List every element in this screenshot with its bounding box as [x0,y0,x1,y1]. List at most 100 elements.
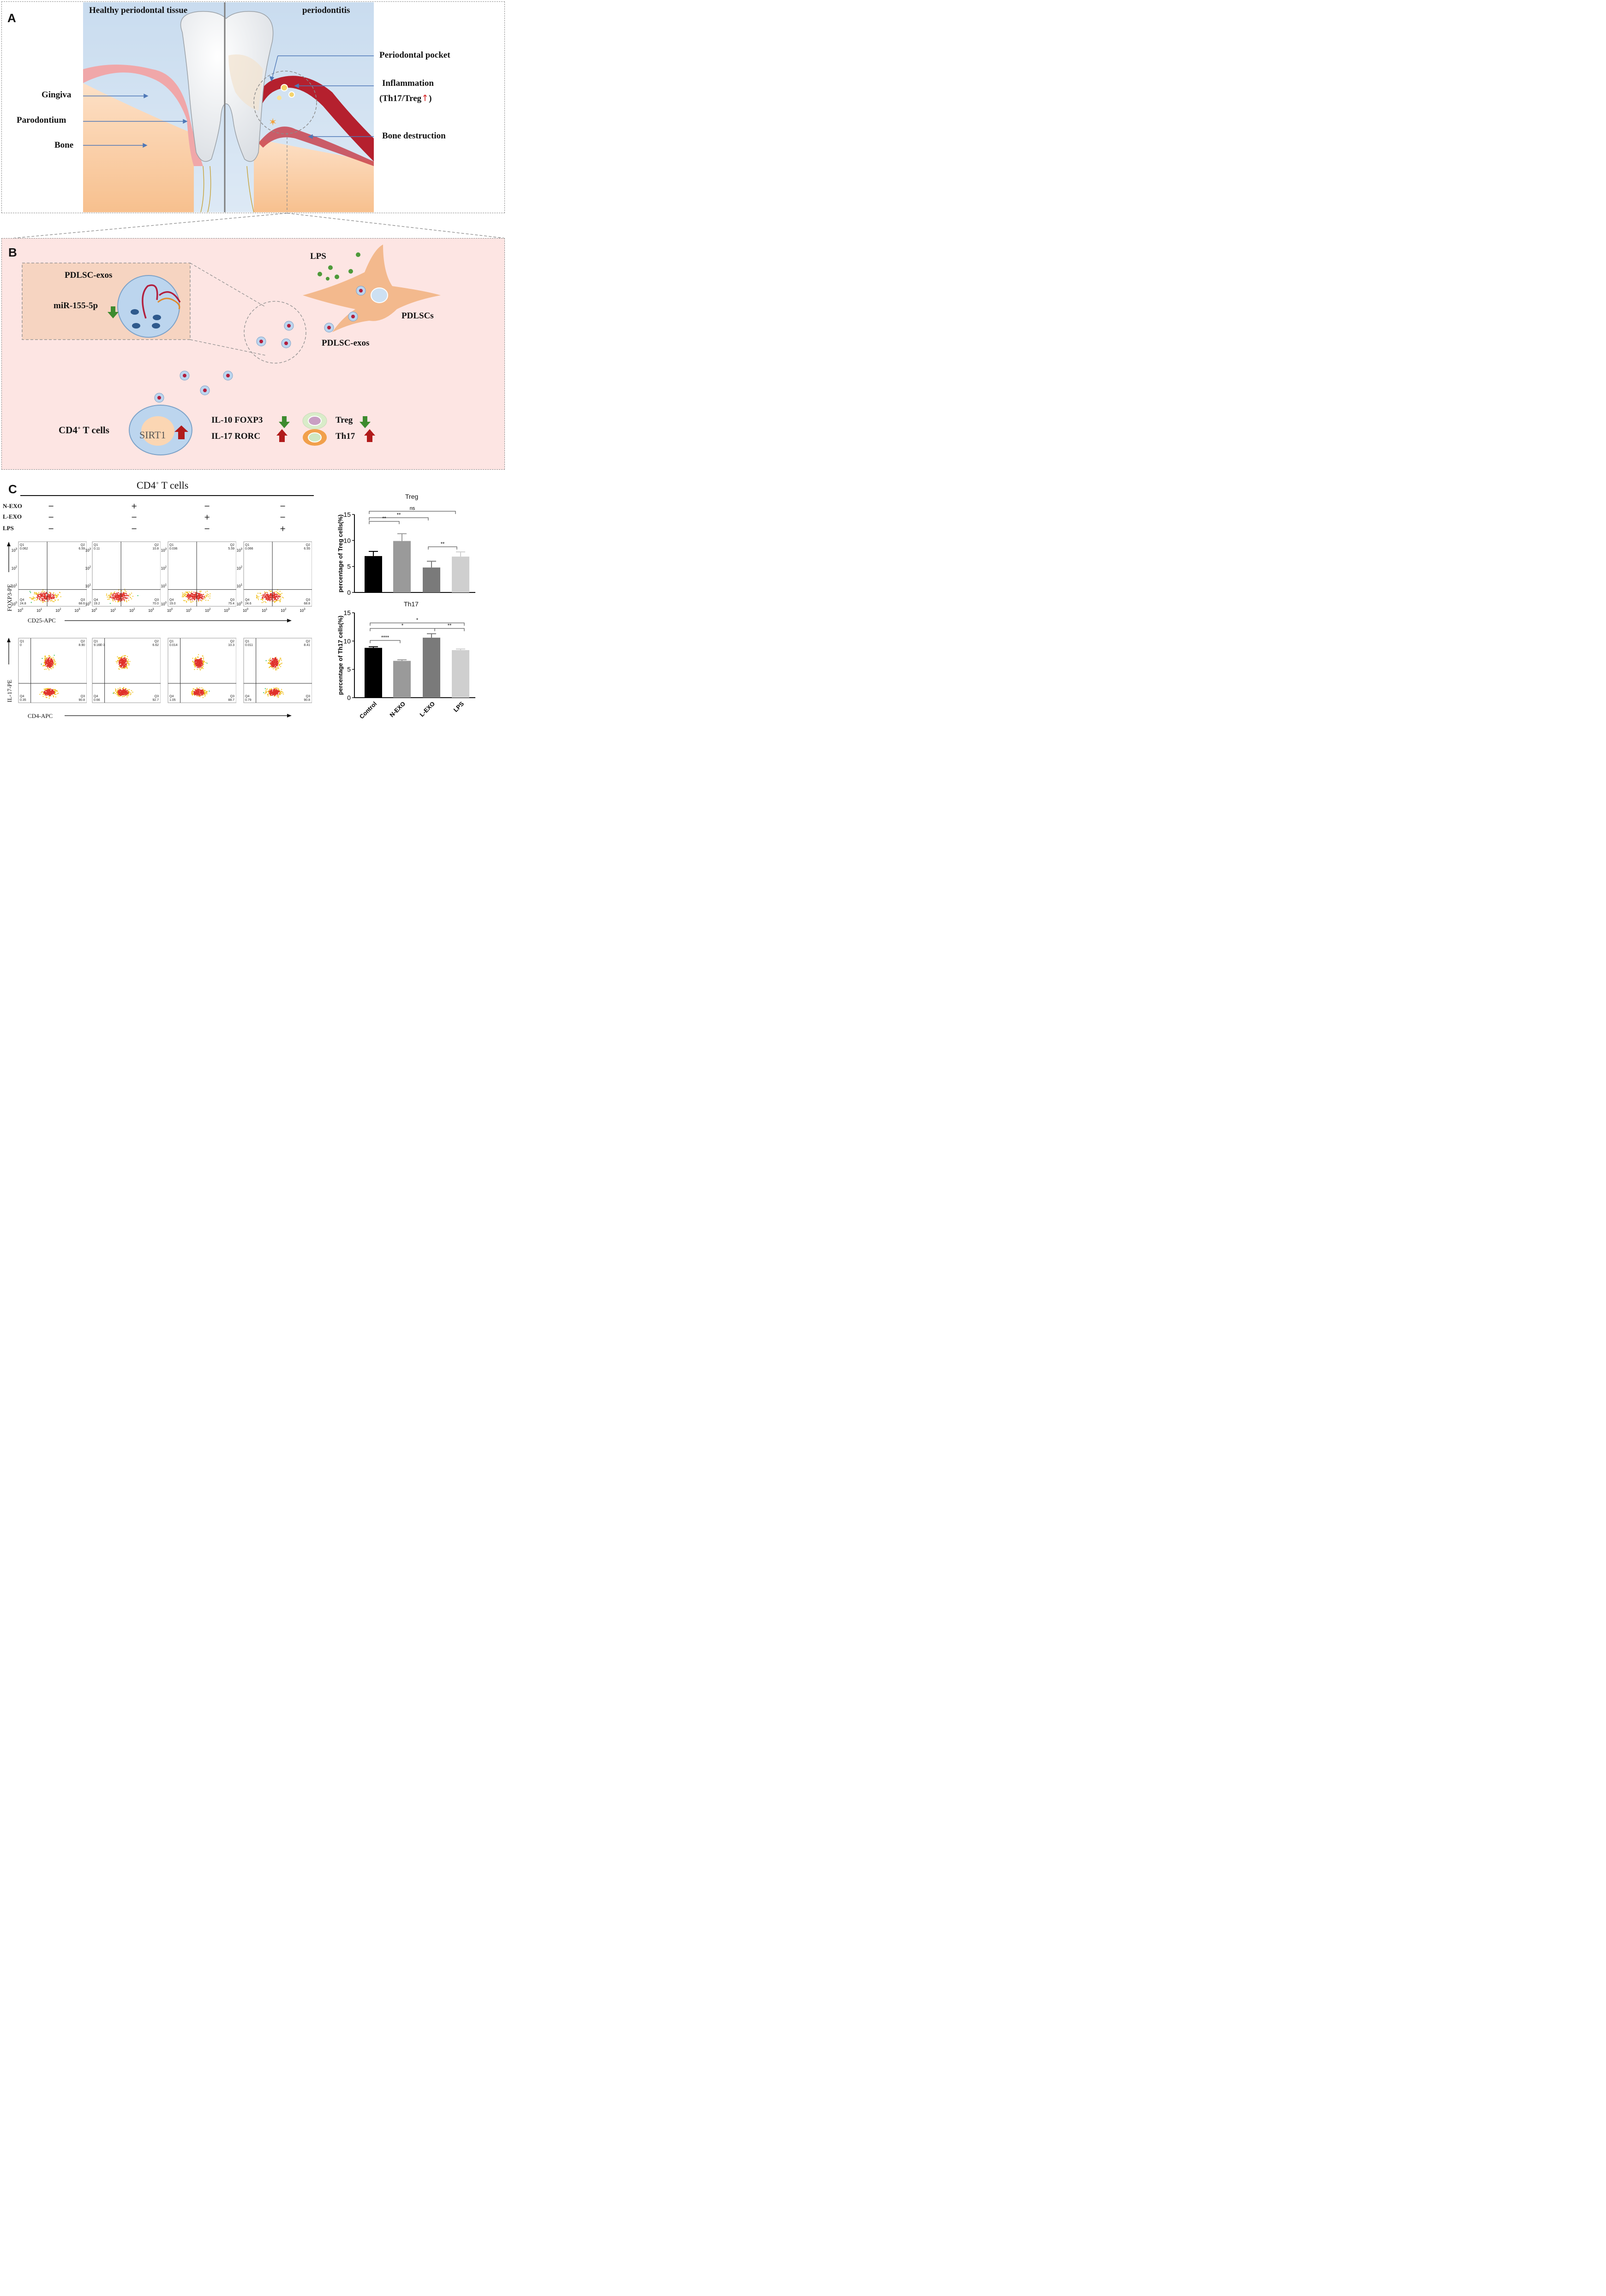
flow-event [115,661,117,662]
flow-event [124,600,125,602]
flow-event [199,660,200,661]
flow-event [201,600,202,602]
flow-event [43,692,45,694]
flow-event [269,692,270,694]
flow-event [182,595,183,596]
flow-event [48,660,49,661]
flow-event [48,693,49,694]
flow-event [49,692,51,693]
quadrant-name: Q2 [306,640,310,643]
y-tick-exponent: 0 [90,602,91,604]
x-tick-label: 102 [129,608,135,613]
flow-event [280,692,282,693]
flow-event [279,660,280,662]
flow-event [46,688,48,689]
flow-event [50,691,52,692]
flow-event [118,695,119,696]
flow-event [258,596,259,598]
flow-event [34,593,35,595]
flow-event [107,596,108,598]
pdlscs-label: PDLSCs [402,311,434,321]
panel-c-header: CD4+ T cells [137,479,188,491]
flow-event [264,594,265,596]
treatment-sign: − [48,513,54,521]
flow-event [53,592,54,594]
flow-event [126,595,127,596]
flow-event [39,694,41,695]
flow-event [184,600,186,601]
flow-event [128,594,129,596]
significance-label: ** [448,623,452,628]
flow-event [200,666,202,668]
flow-event [113,595,114,597]
flow-event [52,693,53,694]
flow-event [42,589,44,591]
flow-event [126,696,128,698]
x-tick-label: Control [358,700,378,720]
treatment-sign: − [131,513,138,521]
bar-l-exo [423,637,440,698]
flow-event [55,597,57,598]
flow-event [264,688,266,689]
flow-event [110,597,111,598]
flow-event [45,663,47,664]
flow-event [271,691,273,693]
up-arrow-icon [364,429,375,442]
quadrant-q1-value: 0.014 [169,644,178,647]
y-tick-label: 101 [12,584,18,588]
header-sup: + [156,479,159,486]
flow-event [56,691,58,692]
flow-event [198,599,199,601]
flow-event [265,602,267,603]
flow-event [183,596,184,598]
y-tick-label: 100 [161,602,167,606]
flow-event [42,593,44,594]
flow-event [279,594,280,595]
flow-event [278,668,279,669]
x-tick-exponent: 2 [285,608,287,611]
flow-event [49,661,51,662]
flow-event [201,662,203,663]
flow-event [271,665,272,666]
flow-event [275,691,276,692]
flow-event [270,599,272,600]
y-tick-exponent: 1 [165,584,167,586]
quadrant-q2-value: 6.62 [152,644,159,647]
flow-event [194,594,195,595]
flow-event [116,595,118,596]
flow-event [273,597,274,598]
flow-event [45,595,47,597]
flow-event [122,696,123,697]
flow-event [121,659,122,660]
flow-event [190,600,191,601]
flow-event [205,599,207,601]
flow-event [203,658,204,660]
flow-event [274,598,275,599]
flow-event [203,665,204,667]
y-tick-exponent: 0 [16,602,18,604]
flow-event [42,596,43,597]
flow-event [48,592,50,593]
y-tick-label: 103 [161,548,167,552]
flow-event [57,593,59,595]
panel-a [1,1,505,213]
flow-event [54,691,55,693]
flow-event [112,597,114,598]
y-tick-label: 0 [347,589,351,596]
y-tick-exponent: 3 [165,548,167,550]
flow-event [279,665,280,666]
flow-event [191,592,192,594]
flow-event [51,690,52,692]
label-ratio: (Th17/Treg↑) [379,93,431,104]
pointer-arrows-a [83,55,374,148]
quadrant-q4-value: 0.35 [20,699,26,702]
quadrant-q4-value: 19.0 [169,602,176,605]
quadrant-q2-value: 10.3 [228,644,234,647]
flow-event [272,694,273,696]
plot-frame [92,541,161,607]
flow-event [121,692,122,693]
flow-event [277,667,278,669]
flow-event [208,596,209,598]
flow-event [119,599,120,600]
flow-event [196,661,197,662]
